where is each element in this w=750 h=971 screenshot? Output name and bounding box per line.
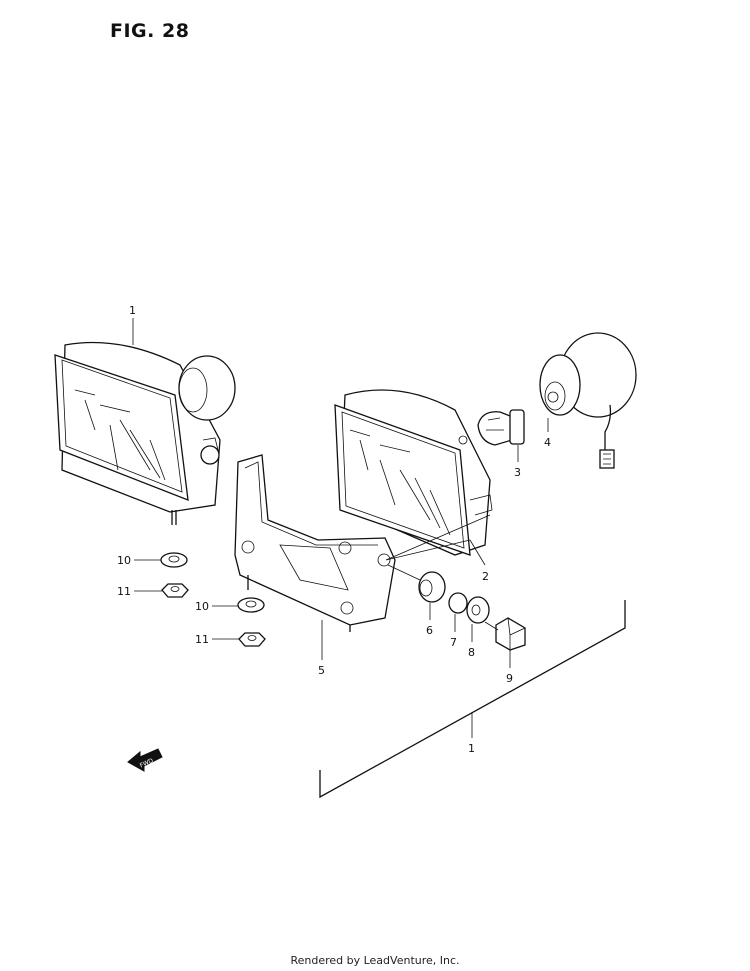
callout-7: 7: [450, 636, 457, 649]
leader-line: [385, 514, 491, 561]
washer-left[interactable]: [160, 552, 188, 568]
callout-8: 8: [468, 646, 475, 659]
washer-center[interactable]: [237, 597, 265, 613]
callout-4: 4: [544, 436, 551, 449]
callout-6: 6: [426, 624, 433, 637]
callout-9: 9: [506, 672, 513, 685]
callout-5: 5: [318, 664, 325, 677]
callout-10-left: 10: [117, 554, 131, 567]
callout-1-assembly: 1: [468, 742, 475, 755]
nut-left[interactable]: [161, 583, 189, 598]
headlight-left[interactable]: [54, 341, 236, 526]
callout-3: 3: [514, 466, 521, 479]
spacer[interactable]: [448, 592, 468, 614]
nut-center[interactable]: [238, 632, 266, 647]
assembly-bracket-line: [319, 600, 626, 799]
callout-11-left: 11: [117, 585, 131, 598]
callout-1: 1: [129, 304, 136, 317]
socket[interactable]: [539, 332, 637, 469]
callout-2: 2: [482, 570, 489, 583]
leader-line: [387, 564, 421, 581]
cushion[interactable]: [418, 571, 446, 603]
leader-line: [469, 539, 486, 566]
washer[interactable]: [466, 596, 490, 624]
fwd-arrow-icon: FWD: [127, 748, 163, 772]
figure-title: FIG. 28: [110, 20, 190, 42]
callout-10-center: 10: [195, 600, 209, 613]
footer-credit: Rendered by LeadVenture, Inc.: [290, 954, 460, 967]
headlight-right[interactable]: [334, 389, 493, 556]
callout-11-center: 11: [195, 633, 209, 646]
bracket[interactable]: [234, 454, 396, 632]
bulb[interactable]: [477, 409, 525, 446]
bolt[interactable]: [484, 617, 526, 651]
